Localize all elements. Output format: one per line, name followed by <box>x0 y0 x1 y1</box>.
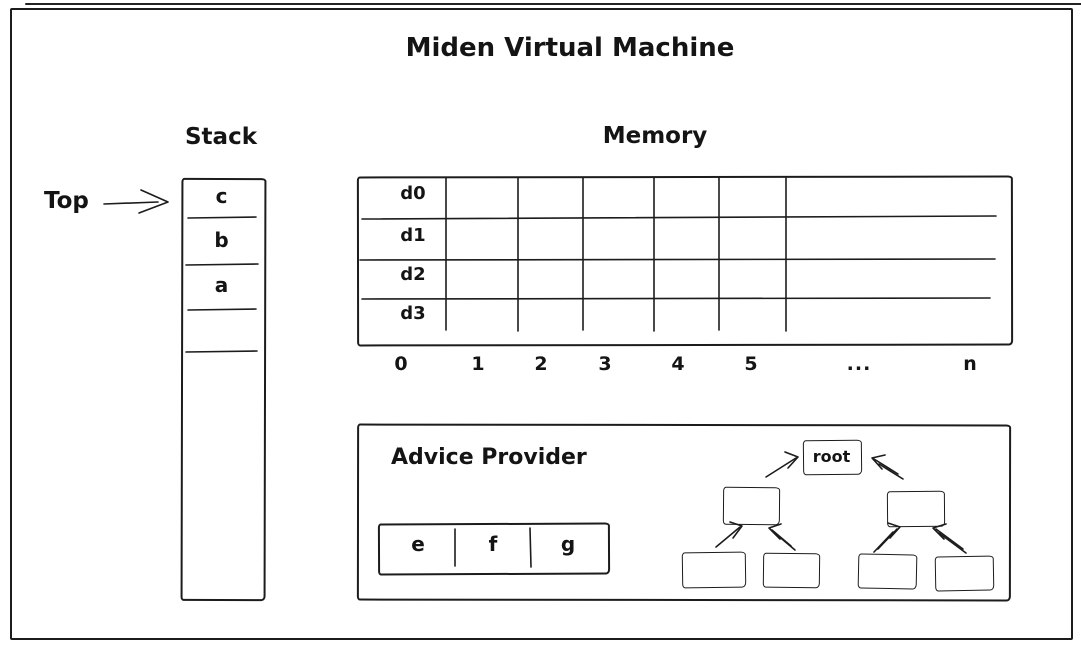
memory-column-label: 3 <box>598 353 612 375</box>
memory-column-label: 1 <box>471 353 485 375</box>
memory-grid-box <box>356 175 1014 347</box>
memory-row-label: d3 <box>400 303 426 324</box>
advice-tape-cell: g <box>560 532 576 556</box>
memory-row-label: d1 <box>400 225 426 246</box>
memory-row-label: d0 <box>400 183 426 204</box>
memory-column-label: n <box>963 353 977 375</box>
memory-section-label: Memory <box>602 123 708 149</box>
stack-top-pointer-label: Top <box>44 188 89 214</box>
memory-column-label: 4 <box>671 353 685 375</box>
merkle-leaf-node <box>681 551 747 589</box>
memory-column-label: 0 <box>394 353 408 375</box>
stack-cell-value: b <box>214 228 229 252</box>
memory-column-label: 2 <box>534 353 548 375</box>
memory-column-label: 5 <box>744 353 758 375</box>
stack-cell-value: a <box>214 273 229 297</box>
stack-section-label: Stack <box>184 124 257 150</box>
memory-column-label-ellipsis: ... <box>846 353 872 375</box>
merkle-left-branch-node <box>722 486 781 526</box>
advice-provider-label: Advice Provider <box>391 445 587 470</box>
diagram-title: Miden Virtual Machine <box>405 33 735 63</box>
advice-tape-cell: f <box>488 532 498 556</box>
memory-row-label: d2 <box>400 264 426 285</box>
merkle-right-branch-node <box>886 490 946 528</box>
stack-cell-value: c <box>215 184 228 208</box>
advice-tape-cell: e <box>411 532 425 556</box>
merkle-leaf-node <box>934 555 995 592</box>
outer-frame <box>10 8 1073 640</box>
merkle-root-label: root <box>812 447 851 466</box>
merkle-leaf-node <box>762 552 821 589</box>
merkle-leaf-node <box>857 553 918 590</box>
